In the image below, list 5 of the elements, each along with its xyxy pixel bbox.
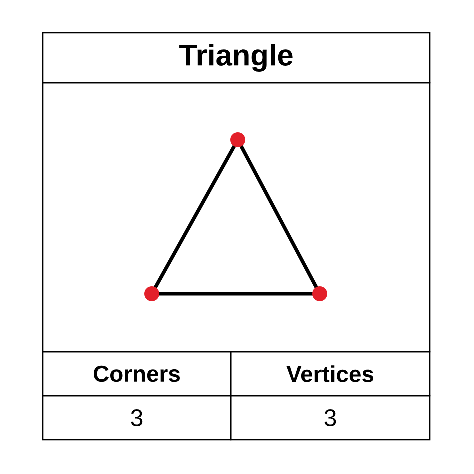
title-cell: Triangle (42, 32, 431, 84)
value-cell: 3 (230, 395, 431, 441)
value-cell: 3 (42, 395, 232, 441)
header-cell: Corners (42, 351, 232, 397)
header-cell: Vertices (230, 351, 431, 397)
